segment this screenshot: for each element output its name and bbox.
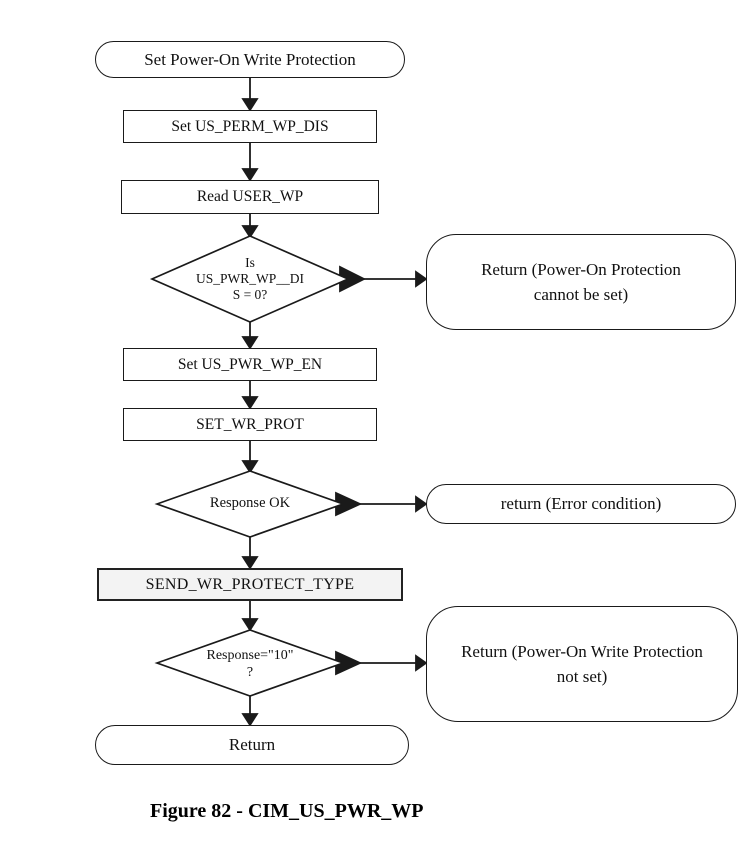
terminator-return-cannot-be-set: Return (Power-On Protection cannot be se… — [426, 234, 736, 330]
decision-response-10-diamond — [154, 629, 346, 697]
arrow-set-pwr-en-to-set-wr-prot — [241, 381, 259, 410]
decision-response-ok-diamond — [154, 470, 346, 538]
decision-response-10-label: Response="10" ? — [160, 648, 340, 681]
arrow-decision1-to-return-cannot — [339, 265, 428, 293]
process-set-wr-prot: SET_WR_PROT — [123, 408, 377, 441]
arrow-set-wr-prot-to-decision2 — [241, 441, 259, 474]
arrow-set-perm-to-read-user-wp — [241, 143, 259, 182]
terminator-return-error-condition: return (Error condition) — [426, 484, 736, 524]
decision-line: US_PWR_WP__DI — [195, 270, 304, 286]
process-label: Set US_PERM_WP_DIS — [171, 117, 329, 135]
decision-line: Is — [245, 255, 255, 270]
arrow-read-user-wp-to-decision1 — [241, 214, 259, 239]
arrow-decision2-to-return-error — [335, 491, 428, 517]
arrow-decision3-to-return-not-set — [335, 650, 428, 676]
process-set-us-perm-wp-dis: Set US_PERM_WP_DIS — [123, 110, 377, 143]
arrow-decision1-to-set-pwr-en — [241, 322, 259, 350]
decision-response-ok-label: Response OK — [160, 495, 340, 512]
process-read-user-wp: Read USER_WP — [121, 180, 379, 214]
figure-caption: Figure 82 - CIM_US_PWR_WP — [150, 800, 424, 822]
terminator-return-not-set: Return (Power-On Write Protection not se… — [426, 606, 738, 722]
decision-line: Response="10" — [206, 648, 294, 663]
process-send-wr-protect-type: SEND_WR_PROTECT_TYPE — [97, 568, 403, 601]
start-terminator: Set Power-On Write Protection — [95, 41, 405, 78]
arrow-decision2-to-send-type — [241, 537, 259, 570]
terminator-label: return (Error condition) — [500, 494, 662, 513]
decision-us-pwr-wp-dis-label: Is US_PWR_WP__DI S = 0? — [160, 255, 340, 303]
terminator-label: Return (Power-On Protection cannot be se… — [481, 259, 681, 305]
process-label: SET_WR_PROT — [196, 415, 304, 433]
process-label: Set US_PWR_WP_EN — [177, 355, 323, 373]
process-label: Read USER_WP — [196, 188, 304, 205]
arrow-send-type-to-decision3 — [241, 601, 259, 632]
arrow-decision3-to-return — [241, 696, 259, 727]
decision-line: S = 0? — [232, 286, 268, 302]
start-label: Set Power-On Write Protection — [144, 49, 356, 69]
terminator-label: Return (Power-On Write Protection not se… — [461, 641, 703, 687]
end-terminator: Return — [95, 725, 409, 765]
decision-line: ? — [246, 664, 254, 680]
process-label: SEND_WR_PROTECT_TYPE — [145, 575, 355, 593]
terminator-label: Return — [228, 735, 276, 754]
decision-line: Response OK — [209, 495, 291, 511]
decision-us-pwr-wp-dis-diamond — [149, 235, 351, 323]
process-set-us-pwr-wp-en: Set US_PWR_WP_EN — [123, 348, 377, 381]
arrow-start-to-set-perm — [241, 77, 259, 112]
